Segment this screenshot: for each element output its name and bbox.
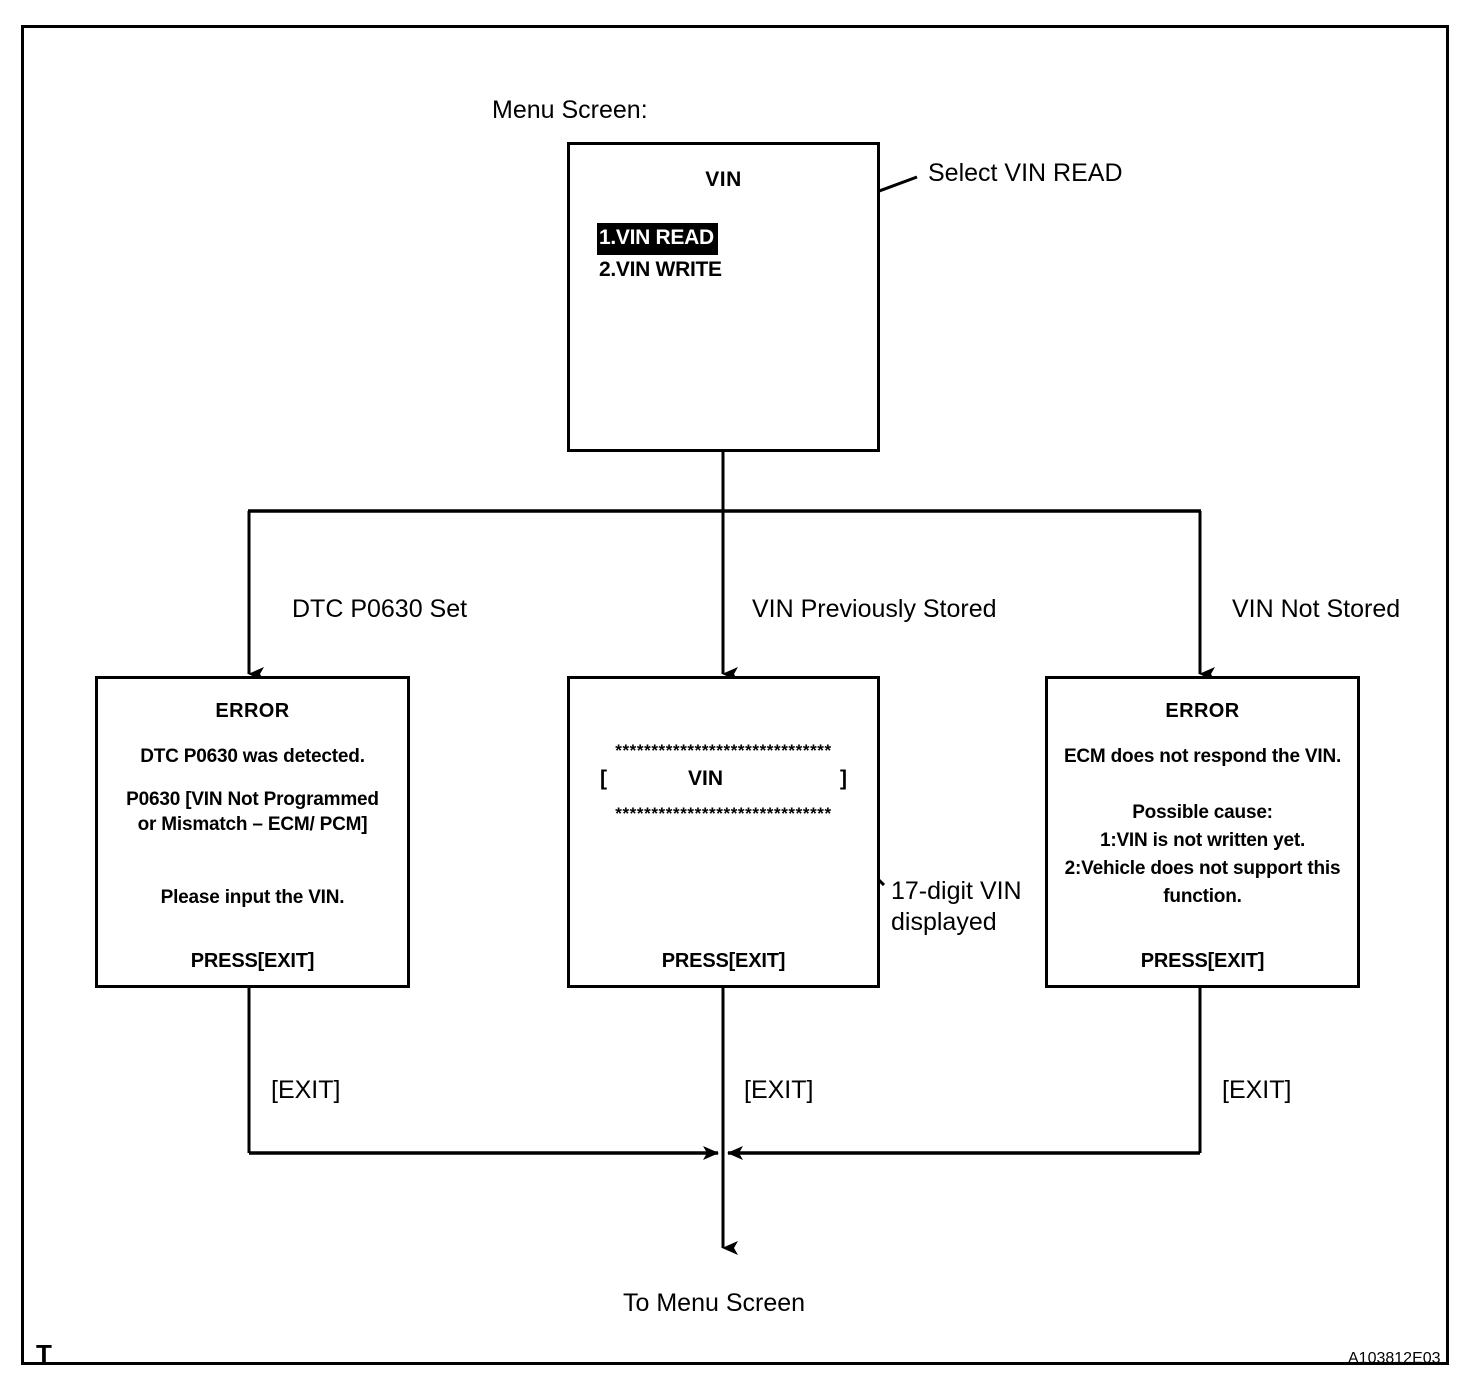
dtc-error-code-line-1: P0630 [VIN Not Programmed xyxy=(126,789,379,810)
callout-17-digit-vin: 17-digit VIN displayed xyxy=(891,877,1022,936)
vin-display-press-exit: PRESS[EXIT] xyxy=(661,950,786,972)
dtc-error-detected-line: DTC P0630 was detected. xyxy=(140,746,365,767)
vin-value-row: [ VIN ] xyxy=(600,767,847,791)
dtc-error-code-line-2: or Mismatch – ECM/ PCM] xyxy=(137,814,368,835)
no-vin-cause-2-line-2: function. xyxy=(1163,886,1242,907)
menu-item-vin-read[interactable]: 1.VIN READ xyxy=(597,223,718,255)
branch-label-vin-stored: VIN Previously Stored xyxy=(752,595,997,623)
exit-label-center: [EXIT] xyxy=(744,1076,814,1104)
to-menu-screen-label: To Menu Screen xyxy=(623,1289,806,1317)
no-vin-cause-1: 1:VIN is not written yet. xyxy=(1099,830,1306,851)
diagram-outer-frame xyxy=(21,25,1449,1365)
menu-screen-caption: Menu Screen: xyxy=(492,96,648,124)
vin-bracket-open: [ xyxy=(600,767,607,790)
vin-value-label: VIN xyxy=(687,767,723,790)
dtc-error-screen-box: ERROR DTC P0630 was detected. P0630 [VIN… xyxy=(95,676,410,988)
callout-select-vin-read: Select VIN READ xyxy=(928,159,1123,187)
no-vin-error-press-exit: PRESS[EXIT] xyxy=(1140,950,1265,972)
no-vin-error-message: ECM does not respond the VIN. xyxy=(1063,746,1342,767)
corner-marker-t: T xyxy=(36,1339,52,1369)
exit-label-right: [EXIT] xyxy=(1222,1076,1292,1104)
no-vin-error-title: ERROR xyxy=(1165,700,1240,722)
menu-screen-title: VIN xyxy=(705,168,742,191)
menu-item-vin-write[interactable]: 2.VIN WRITE xyxy=(599,257,722,281)
no-vin-possible-cause-heading: Possible cause: xyxy=(1132,802,1273,823)
dtc-error-title: ERROR xyxy=(215,700,290,722)
dtc-error-press-exit: PRESS[EXIT] xyxy=(190,950,315,972)
vin-display-screen-box: ****************************** [ VIN ] *… xyxy=(567,676,880,988)
vin-stars-bottom: ****************************** xyxy=(615,804,832,823)
menu-screen-box: VIN 1.VIN READ 2.VIN WRITE xyxy=(567,142,880,452)
menu-item-list: 1.VIN READ 2.VIN WRITE xyxy=(597,223,726,286)
figure-id-label: A103812E03 xyxy=(1348,1350,1441,1367)
no-vin-error-screen-box: ERROR ECM does not respond the VIN. Poss… xyxy=(1045,676,1360,988)
branch-label-vin-not-stored: VIN Not Stored xyxy=(1232,595,1401,623)
exit-label-left: [EXIT] xyxy=(271,1076,341,1104)
dtc-error-input-prompt: Please input the VIN. xyxy=(160,887,345,908)
vin-bracket-close: ] xyxy=(840,767,847,790)
no-vin-cause-2-line-1: 2:Vehicle does not support this xyxy=(1064,858,1341,879)
vin-stars-top: ****************************** xyxy=(615,741,832,760)
branch-label-dtc-set: DTC P0630 Set xyxy=(292,595,468,623)
